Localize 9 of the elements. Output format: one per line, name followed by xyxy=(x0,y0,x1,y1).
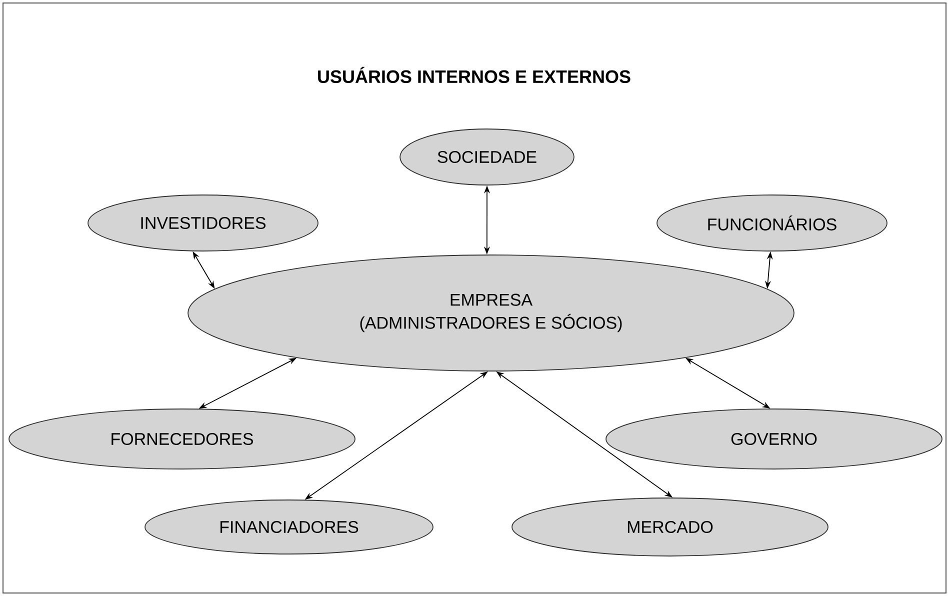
ellipse-node: FUNCIONÁRIOS xyxy=(656,194,888,252)
ellipse-node: EMPRESA (ADMINISTRADORES E SÓCIOS) xyxy=(188,254,794,372)
ellipse-node: GOVERNO xyxy=(606,408,942,470)
ellipse-node: SOCIEDADE xyxy=(400,128,574,186)
ellipse-node: MERCADO xyxy=(512,498,828,556)
ellipse-node: FORNECEDORES xyxy=(8,408,356,470)
ellipse-node: FINANCIADORES xyxy=(144,500,434,554)
ellipse-node: INVESTIDORES xyxy=(88,194,318,252)
title: USUÁRIOS INTERNOS E EXTERNOS xyxy=(318,66,630,84)
